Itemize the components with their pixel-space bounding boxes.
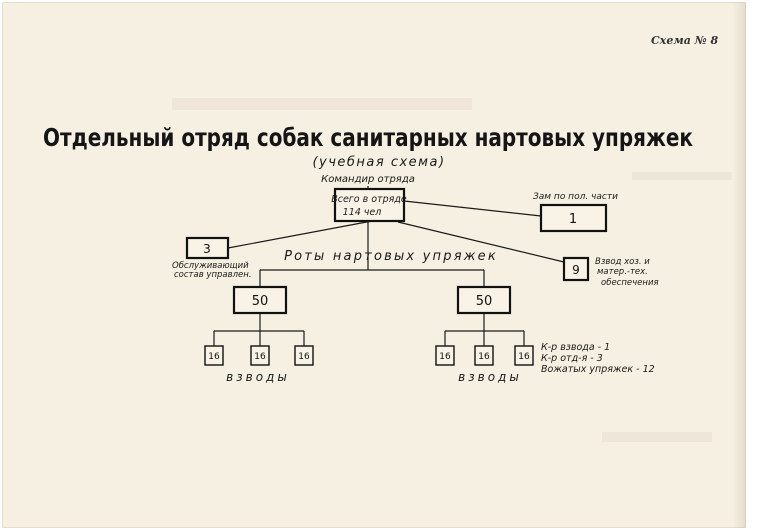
connectors <box>213 186 565 346</box>
deputy-count: 1 <box>569 212 577 227</box>
scheme-number-label: Схема № 8 <box>651 34 719 47</box>
commander-total-label: Всего в отряде <box>331 194 407 205</box>
diagram-title: Отдельный отряд собак санитарных нартовы… <box>43 123 693 152</box>
bleed-through-mark <box>172 98 472 110</box>
commander-total-value: 114 чел <box>343 207 382 218</box>
commander-box: Всего в отряде 114 чел <box>331 187 407 223</box>
management-caption-2: состав управлен. <box>174 270 252 280</box>
management-caption-1: Обслуживающий <box>172 261 249 271</box>
platoons-label-left: взводы <box>226 370 290 384</box>
management-box: 3 <box>185 236 230 260</box>
platoon-note-line-3: Вожатых упряжек - 12 <box>541 364 655 375</box>
deputy-box: 1 <box>539 203 608 233</box>
platoon-box: 16 <box>474 345 494 366</box>
management-count: 3 <box>203 242 211 256</box>
platoon-box: 16 <box>514 345 534 366</box>
supply-caption-3: обеспечения <box>601 278 659 288</box>
paper-sheet <box>2 2 746 528</box>
platoon-count: 16 <box>298 352 310 362</box>
platoon-count: 16 <box>518 352 530 362</box>
platoon-count: 16 <box>208 352 220 362</box>
company-right-count: 50 <box>476 294 493 309</box>
platoon-box: 16 <box>435 345 455 366</box>
supply-caption-1: Взвод хоз. и <box>595 257 650 267</box>
company-left-box: 50 <box>232 285 288 315</box>
bleed-through-mark <box>632 172 732 180</box>
bleed-through-mark <box>602 432 712 442</box>
platoon-count: 16 <box>254 352 266 362</box>
commander-caption: Командир отряда <box>321 174 415 185</box>
companies-label: Роты нартовых упряжек <box>284 249 498 264</box>
platoon-box: 16 <box>204 345 224 366</box>
platoon-box: 16 <box>294 345 314 366</box>
platoon-count: 16 <box>439 352 451 362</box>
platoons-label-right: взводы <box>458 370 522 384</box>
company-left-count: 50 <box>252 294 269 309</box>
platoon-note-line-2: К-р отд-я - 3 <box>541 353 603 364</box>
company-right-box: 50 <box>456 285 512 315</box>
deputy-caption: Зам по пол. части <box>533 192 618 202</box>
platoon-note-line-1: К-р взвода - 1 <box>541 342 610 353</box>
diagram-subtitle: (учебная схема) <box>312 155 445 170</box>
supply-caption-2: матер.-тех. <box>597 267 648 277</box>
supply-count: 9 <box>572 263 580 277</box>
platoon-count: 16 <box>478 352 490 362</box>
platoon-box: 16 <box>250 345 270 366</box>
supply-box: 9 <box>562 256 590 282</box>
